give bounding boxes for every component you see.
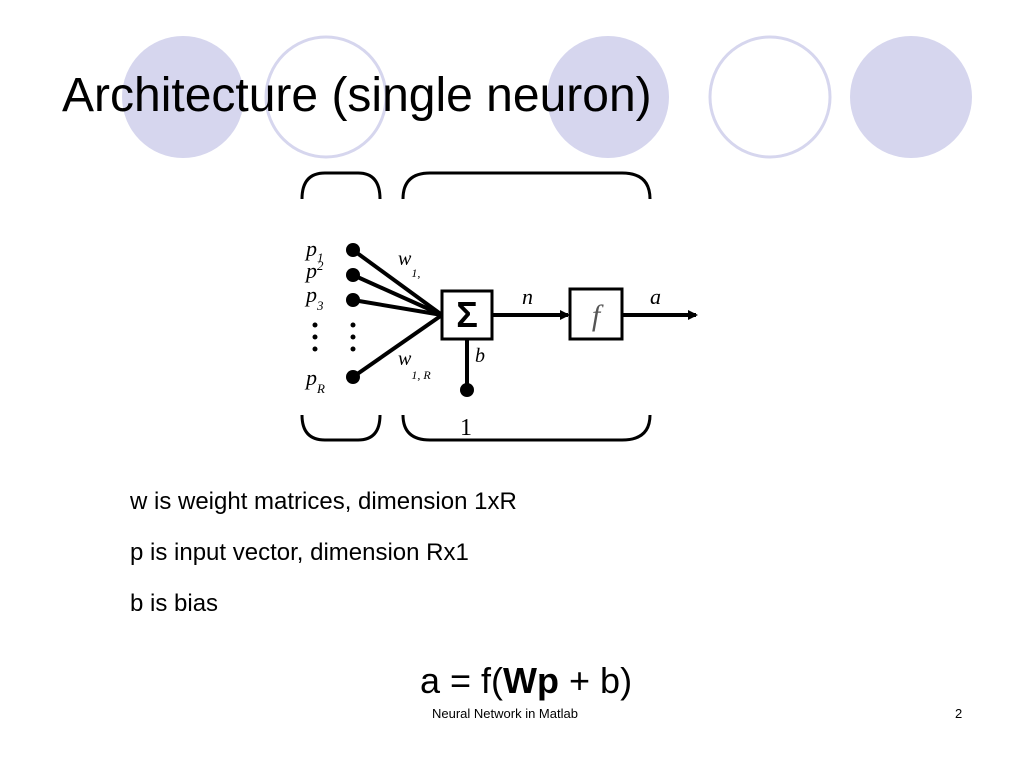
neuron-formula: a = f(Wp + b) xyxy=(420,660,632,702)
output-label: a xyxy=(650,284,661,309)
bias-input-label: 1 xyxy=(460,415,472,441)
single-neuron-diagram: p1 p2 p3 pR w1, w1, R Σ b 1 n f a xyxy=(300,171,698,442)
input-label-ellipsis xyxy=(312,322,318,352)
formula-prefix: a = f( xyxy=(420,660,504,701)
input-label-p2: p2 xyxy=(304,258,324,283)
formula-suffix: + b) xyxy=(559,660,633,701)
decorative-circles xyxy=(122,35,972,159)
deco-circle-outline xyxy=(708,35,832,159)
input-label-pR: pR xyxy=(304,365,325,396)
formula-bold-term: Wp xyxy=(503,660,560,701)
page-number: 2 xyxy=(955,706,963,721)
weight-connections xyxy=(351,248,444,379)
definition-bias: b is bias xyxy=(130,590,219,617)
input-bracket-top xyxy=(300,171,382,200)
input-label-p1: p1 xyxy=(304,236,324,265)
definition-weight: w is weight matrices, dimension 1xR xyxy=(130,488,517,515)
definition-list: w is weight matrices, dimension 1xR p is… xyxy=(130,486,517,639)
deco-circle-outline xyxy=(264,35,388,159)
bias-node xyxy=(460,383,474,397)
weight-label-first: w1, xyxy=(398,248,420,280)
deco-circle-filled xyxy=(850,36,972,158)
input-node-ellipsis xyxy=(350,322,356,352)
summation-symbol: Σ xyxy=(456,294,478,335)
neuron-bracket-top xyxy=(401,171,652,200)
net-input-label: n xyxy=(522,284,533,309)
deco-circle-filled xyxy=(122,36,244,158)
slide-footer: Neural Network in Matlab xyxy=(432,706,578,721)
neuron-bracket-bottom xyxy=(401,414,652,442)
bias-label: b xyxy=(475,345,485,367)
input-label-p3: p3 xyxy=(304,282,324,313)
weight-label-last: w1, R xyxy=(398,348,431,382)
slide-title: Architecture (single neuron) xyxy=(62,69,652,122)
input-bracket-bottom xyxy=(300,414,382,442)
deco-circle-filled xyxy=(547,36,669,158)
definition-input: p is input vector, dimension Rx1 xyxy=(130,539,469,566)
